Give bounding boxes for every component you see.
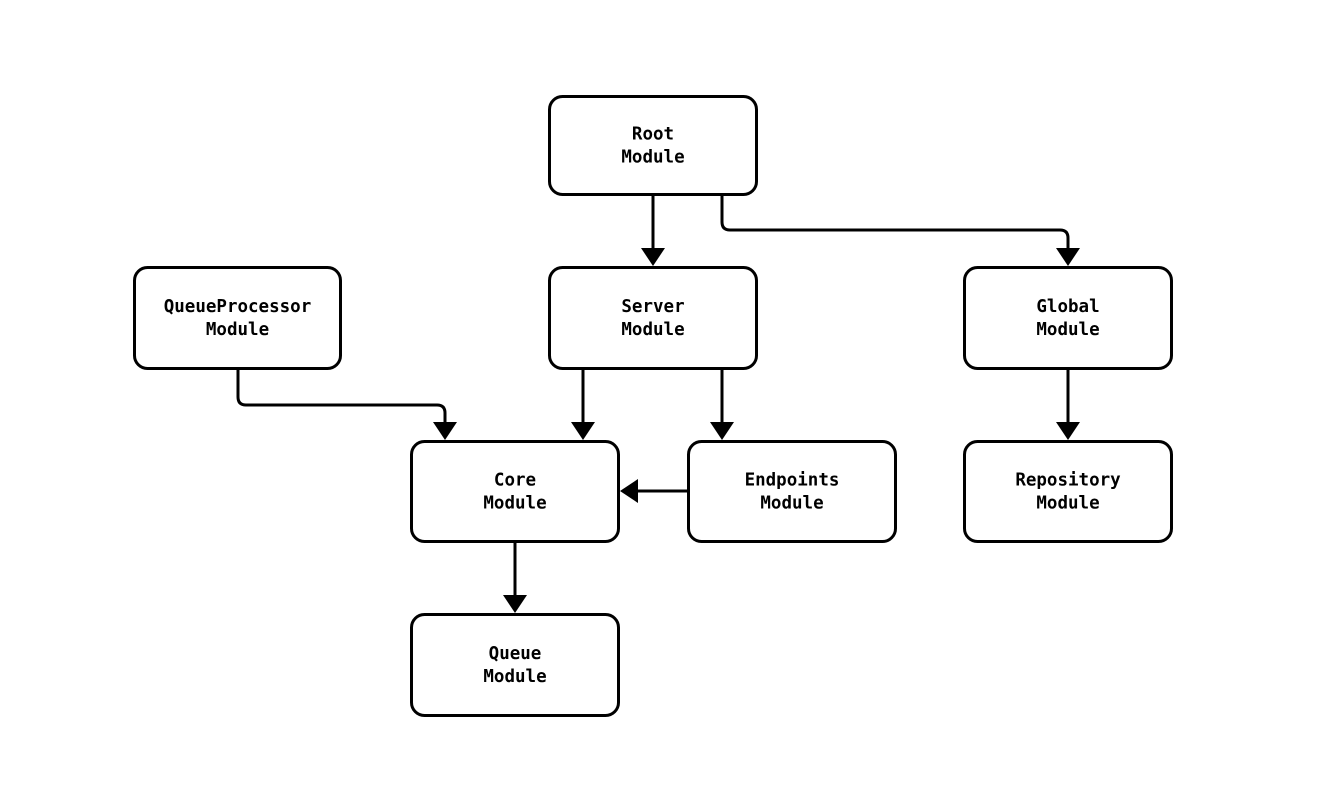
server-module-node-label-line1: Server (621, 297, 684, 317)
repository-module-node-rect[interactable] (963, 440, 1173, 543)
repository-module-node-label-line2: Module (1036, 494, 1099, 514)
edge-queueprocessor-to-core-line (236, 370, 447, 426)
edge-endpoints-to-core-arrowhead (620, 479, 638, 503)
endpoints-module-node-label-line2: Module (760, 494, 823, 514)
edges-layer (236, 196, 1080, 613)
root-module-node-label-line2: Module (621, 148, 684, 168)
edge-server-to-core (571, 370, 595, 440)
root-module-node-rect[interactable] (548, 95, 758, 196)
global-module-node-label-line2: Module (1036, 320, 1099, 340)
global-module-node-label-line1: Global (1036, 297, 1099, 317)
core-module-node-label-line2: Module (483, 494, 546, 514)
edge-server-to-endpoints (710, 370, 734, 440)
core-module-node-label-line1: Core (494, 471, 536, 491)
edge-server-to-core-arrowhead (571, 422, 595, 440)
global-module-node-rect[interactable] (963, 266, 1173, 370)
edge-core-to-queue-arrowhead (503, 595, 527, 613)
edge-root-to-server (641, 196, 665, 266)
queue-module-node-label-line1: Queue (489, 644, 542, 664)
server-module-node-rect[interactable] (548, 266, 758, 370)
edge-server-to-endpoints-arrowhead (710, 422, 734, 440)
nodes-layer: RootModuleQueueProcessorModuleServerModu… (133, 95, 1173, 717)
queue-module-node-rect[interactable] (410, 613, 620, 717)
edge-endpoints-to-core (620, 479, 687, 503)
endpoints-module-node-label-line1: Endpoints (745, 471, 840, 491)
edge-global-to-repository-arrowhead (1056, 422, 1080, 440)
edge-queueprocessor-to-core (236, 370, 457, 440)
endpoints-module-node-rect[interactable] (687, 440, 897, 543)
queueprocessor-module-node-rect[interactable] (133, 266, 342, 370)
queueprocessor-module-node-label-line2: Module (206, 320, 269, 340)
repository-module-node-label-line1: Repository (1015, 471, 1121, 491)
server-module-node-label-line2: Module (621, 320, 684, 340)
core-module-node-rect[interactable] (410, 440, 620, 543)
edge-queueprocessor-to-core-arrowhead (433, 422, 457, 440)
edge-root-to-server-arrowhead (641, 248, 665, 266)
queueprocessor-module-node-label-line1: QueueProcessor (164, 297, 312, 317)
root-module-node-label-line1: Root (632, 125, 674, 145)
edge-root-to-global (720, 196, 1080, 266)
queue-module-node-label-line2: Module (483, 667, 546, 687)
edge-root-to-global-arrowhead (1056, 248, 1080, 266)
edge-root-to-global-line (720, 196, 1070, 252)
edge-core-to-queue (503, 543, 527, 613)
edge-global-to-repository (1056, 370, 1080, 440)
